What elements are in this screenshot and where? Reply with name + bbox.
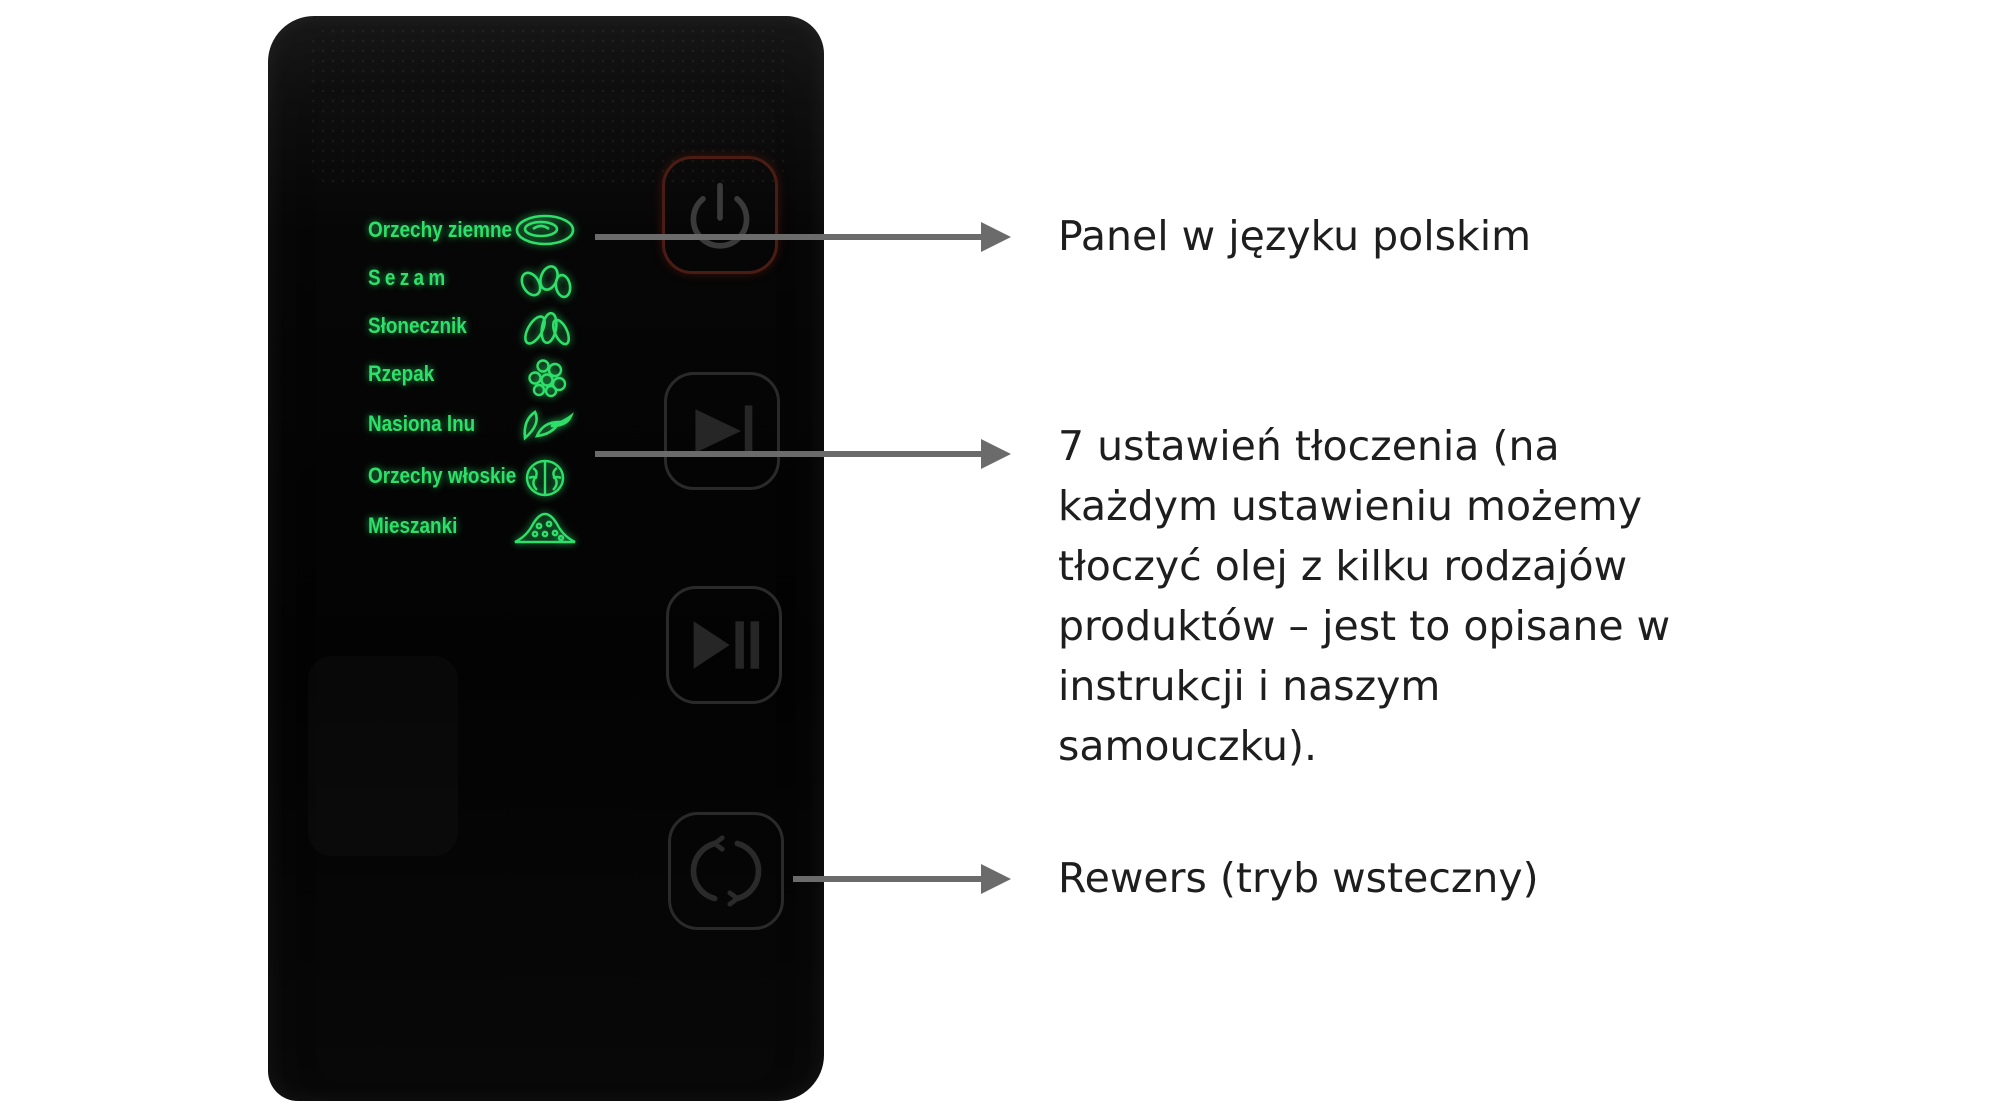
display-item-walnuts: Orzechy włoskie: [368, 463, 517, 488]
display-item-rapeseed: Rzepak: [368, 361, 435, 386]
play-button[interactable]: [664, 372, 780, 490]
control-panel: Orzechy ziemne Sezam Słonecznik Rzepak N…: [268, 16, 824, 1101]
sunflower-seeds-icon: [524, 311, 571, 346]
display-item-flax: Nasiona lnu: [368, 411, 476, 436]
sesame-seeds-icon: [520, 265, 572, 299]
flax-seeds-icon: [523, 410, 574, 441]
play-icon: [695, 405, 753, 455]
power-icon: [690, 182, 750, 249]
display-item-mix: Mieszanki: [368, 513, 458, 538]
panel-texture: [308, 26, 788, 186]
rapeseed-icon: [528, 359, 567, 398]
reverse-icon: [690, 835, 762, 907]
arrow-panel-language: [595, 222, 1011, 252]
reverse-button[interactable]: [668, 812, 784, 930]
play-pause-button[interactable]: [666, 586, 782, 704]
callout-pressing-settings: 7 ustawień tłoczenia (na każdym ustawien…: [1058, 422, 1671, 770]
mix-icon: [514, 512, 576, 544]
display-item-peanuts: Orzechy ziemne: [368, 217, 513, 242]
play-pause-icon: [693, 621, 760, 669]
callout-panel-language: Panel w języku polskim: [1058, 212, 1532, 260]
power-button[interactable]: [662, 156, 778, 274]
arrow-pressing-settings: [595, 439, 1011, 469]
callout-reverse: Rewers (tryb wsteczny): [1058, 854, 1539, 902]
peanut-icon: [515, 214, 575, 246]
walnut-icon: [525, 459, 565, 497]
arrow-reverse: [793, 864, 1011, 894]
display-item-sesame: Sezam: [368, 265, 450, 290]
panel-glare: [308, 656, 458, 856]
display-item-sunflower: Słonecznik: [368, 313, 467, 338]
